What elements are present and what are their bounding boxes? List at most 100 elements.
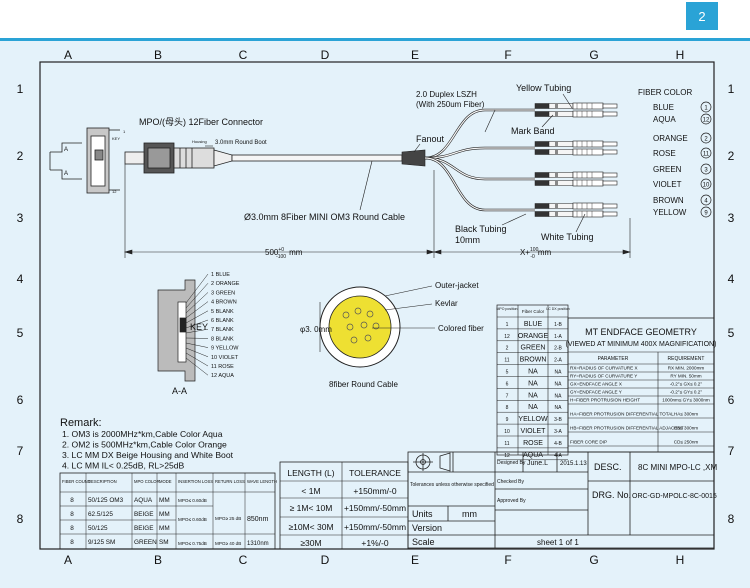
position-header: Fiber Color (522, 309, 545, 314)
cross-section-caption: 8fiber Round Cable (329, 380, 398, 389)
spec-cell: SM (159, 539, 169, 546)
grid-row-label: 5 (17, 326, 24, 340)
position-cell: ORANGE (518, 333, 549, 340)
section-a-top: A (64, 147, 68, 153)
kevlar-leader (384, 303, 433, 311)
lc-ferrule (602, 103, 618, 109)
pin-leader (185, 347, 209, 358)
position-cell: 2 (506, 346, 509, 352)
grid-col-label: H (676, 553, 685, 567)
lc-ferrule (602, 141, 618, 147)
spec-cell: AQUA (134, 497, 153, 504)
black-tubing (534, 141, 550, 147)
breakout-leg-core (424, 157, 535, 211)
position-cell: GREEN (521, 345, 546, 352)
position-cell: 1 (506, 322, 509, 328)
version-label: Version (412, 523, 442, 533)
mark-band-label: Mark Band (511, 126, 555, 136)
position-cell: 1-A (554, 334, 562, 340)
grid-row-label: 8 (728, 512, 735, 526)
position-cell: NA (528, 380, 538, 387)
black-tubing-label-1: Black Tubing (455, 224, 507, 234)
grid-col-label: C (239, 553, 248, 567)
colored-fibers (342, 307, 380, 344)
mark-band (555, 111, 558, 117)
fiber-number-circle (700, 132, 712, 144)
view-label: A-A (172, 386, 187, 396)
fiber-color-name: AQUA (653, 115, 676, 124)
dimension-lines (123, 164, 632, 258)
scale-label: Scale (412, 537, 435, 547)
lc-ferrule (602, 111, 618, 117)
spec-cell: 62.5/125 (88, 511, 113, 518)
position-header: LC DX position (546, 307, 569, 311)
grid-row-label: 3 (728, 211, 735, 225)
key-label-small: KEY (112, 136, 120, 141)
spec-cell: GREEN (134, 539, 157, 546)
pin-label: 8 BLANK (211, 336, 234, 342)
endface-req: HA≤ 300nm (674, 412, 698, 417)
drg-label: DRG. No. (592, 490, 631, 500)
endface-param: H=FIBER PROTRUSION HEIGHT (570, 398, 640, 403)
position-cell: 12 (504, 334, 510, 340)
lc-connector-body (572, 210, 604, 218)
page-number-badge: 2 (686, 2, 718, 30)
fiber-number: 2 (704, 137, 708, 143)
spec-cell: 8 (70, 497, 74, 504)
fiber-circle (346, 323, 354, 331)
pin-leader (185, 310, 209, 324)
fiber-color-name: BLUE (653, 103, 674, 112)
pin-label: 4 BROWN (211, 300, 237, 306)
white-tubing-label: White Tubing (541, 232, 594, 242)
remark-line: 1. OM3 is 2000MHz*km,Cable Color Aqua (62, 429, 223, 439)
position-cell: NA (555, 405, 563, 411)
endface-param: GY=ENDFACE ANGLE Y (570, 390, 622, 395)
white-tubing (548, 149, 574, 155)
spec-wl-sm: 1310nm (247, 541, 269, 547)
position-cell: NA (528, 392, 538, 399)
units-value: mm (462, 509, 477, 519)
position-cell: NA (528, 404, 538, 411)
fiber-number-circle (700, 178, 712, 190)
grid-col-label: D (321, 48, 330, 62)
grid-row-label: 2 (17, 149, 24, 163)
black-tubing (534, 103, 550, 109)
top-bar (0, 0, 750, 40)
fiber-number: 9 (704, 211, 708, 217)
lc-ferrule (602, 180, 618, 186)
position-cell: 6 (506, 381, 509, 387)
breakout-leg (424, 156, 535, 212)
spec-header: FIBER COUNT (62, 479, 91, 484)
endface-table: MT ENDFACE GEOMETRY(VIEWED AT MINIMUM 40… (566, 317, 716, 453)
pin-leader (185, 328, 209, 334)
white-tubing (548, 141, 574, 147)
position-cell: 3-B (554, 417, 562, 423)
tolerance-length: ≥10M< 30M (288, 522, 333, 532)
spec-il-merged: MPO≤ 0.60dB (178, 517, 207, 522)
endface-req: RX MIN. 2000mm (668, 366, 705, 371)
lc-connector-body (572, 171, 604, 179)
grid-row-label: 8 (17, 512, 24, 526)
lc-ferrule (602, 211, 618, 217)
position-cell: 7 (506, 393, 509, 399)
lc-connector-body (572, 202, 604, 210)
spec-header: DESCRIPTION (88, 479, 117, 484)
fiber-circle (364, 334, 372, 342)
spec-wl-merged: 850nm (247, 516, 269, 523)
position-cell: ROSE (523, 440, 543, 447)
pin-label: 9 YELLOW (211, 346, 239, 352)
position-cell: AQUA (523, 452, 543, 459)
fiber-circle (360, 321, 368, 329)
spec-cell: MM (159, 525, 170, 532)
spec-frame (59, 472, 276, 550)
yellow-tubing-leader (562, 93, 573, 109)
fiber-number: 4 (704, 199, 708, 205)
spec-cell: 8 (70, 525, 74, 532)
grid-col-label: E (411, 48, 419, 62)
pin-leader (185, 319, 209, 329)
fiber-number-circle (700, 206, 712, 218)
